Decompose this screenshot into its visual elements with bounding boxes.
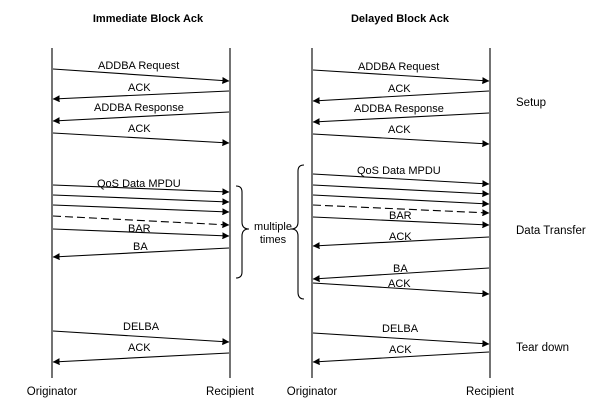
delayed-addba-response-arrow (312, 112, 490, 126)
immediate-ack-2-label: ACK (128, 123, 151, 135)
immediate-ba-arrow (52, 247, 230, 261)
phase-data-transfer-label: Data Transfer (516, 225, 586, 237)
immediate-ack-3-arrow (52, 352, 230, 366)
delayed-ack-1-label: ACK (388, 83, 411, 95)
delayed-setup-messages: ADDBA Request ACK ADDBA Response ACK (312, 61, 490, 148)
immediate-addba-response-arrow (52, 111, 230, 125)
immediate-addba-request-arrow (52, 68, 230, 85)
delayed-ack-3-arrow (312, 236, 490, 250)
immediate-qos-data-label: QoS Data MPDU (97, 178, 181, 190)
delayed-ba-label: BA (393, 263, 408, 275)
immediate-qos-data-arrow-dashed (52, 215, 230, 229)
immediate-bar-arrow (52, 228, 230, 240)
phase-tear-down-label: Tear down (516, 342, 569, 354)
delayed-title: Delayed Block Ack (351, 13, 450, 25)
delayed-qos-data-label: QoS Data MPDU (357, 165, 441, 177)
delayed-qos-data-arrow-1 (312, 173, 490, 188)
immediate-delba-label: DELBA (123, 321, 160, 333)
immediate-repeat-brace (235, 185, 250, 279)
delayed-ack-2-arrow (312, 133, 490, 148)
immediate-ba-label: BA (133, 241, 148, 253)
delayed-bar-label: BAR (389, 210, 412, 222)
delayed-originator-label: Originator (287, 386, 338, 398)
delayed-addba-request-arrow (312, 69, 490, 85)
immediate-ack-1-label: ACK (128, 82, 151, 94)
delayed-data-messages: QoS Data MPDU BAR ACK BA ACK (312, 165, 490, 298)
delayed-ack-5-label: ACK (389, 344, 412, 356)
immediate-recipient-label: Recipient (206, 386, 255, 398)
delayed-ack-4-arrow (312, 282, 490, 298)
immediate-teardown-messages: DELBA ACK (52, 321, 230, 366)
immediate-ack-1-arrow (52, 90, 230, 103)
delayed-repeat-brace (290, 164, 305, 300)
delayed-qos-data-arrow-3 (312, 194, 490, 208)
immediate-ack-2-arrow (52, 132, 230, 147)
immediate-setup-messages: ADDBA Request ACK ADDBA Response ACK (52, 60, 230, 147)
immediate-originator-label: Originator (27, 386, 78, 398)
delayed-qos-data-arrow-2 (312, 184, 490, 198)
phase-setup-label: Setup (516, 97, 546, 109)
immediate-title: Immediate Block Ack (93, 13, 204, 25)
immediate-qos-data-arrow-2 (52, 194, 230, 206)
delayed-teardown-messages: DELBA ACK (312, 323, 490, 366)
delayed-ack-4-label: ACK (388, 278, 411, 290)
delayed-ack-5-arrow (312, 351, 490, 366)
delayed-ba-arrow (312, 267, 490, 283)
delayed-ack-2-label: ACK (388, 124, 411, 136)
delayed-recipient-label: Recipient (466, 386, 515, 398)
delayed-delba-arrow (312, 332, 490, 348)
immediate-delba-arrow (52, 330, 230, 346)
delayed-ack-3-label: ACK (389, 231, 412, 243)
delayed-qos-data-arrow-dashed (312, 204, 490, 217)
repeat-note-line-1: multiple (254, 221, 292, 233)
immediate-addba-request-label: ADDBA Request (98, 60, 179, 72)
delayed-bar-arrow (312, 216, 490, 229)
delayed-ack-1-arrow (312, 90, 490, 105)
delayed-delba-label: DELBA (382, 323, 419, 335)
delayed-addba-response-label: ADDBA Response (354, 103, 444, 115)
immediate-ack-3-label: ACK (128, 342, 151, 354)
immediate-addba-response-label: ADDBA Response (94, 102, 184, 114)
delayed-addba-request-label: ADDBA Request (358, 61, 439, 73)
immediate-qos-data-arrow-1 (52, 184, 230, 196)
immediate-data-messages: QoS Data MPDU BAR BA (52, 178, 230, 261)
immediate-bar-label: BAR (128, 223, 151, 235)
immediate-qos-data-arrow-3 (52, 204, 230, 216)
repeat-note-line-2: times (260, 234, 287, 246)
